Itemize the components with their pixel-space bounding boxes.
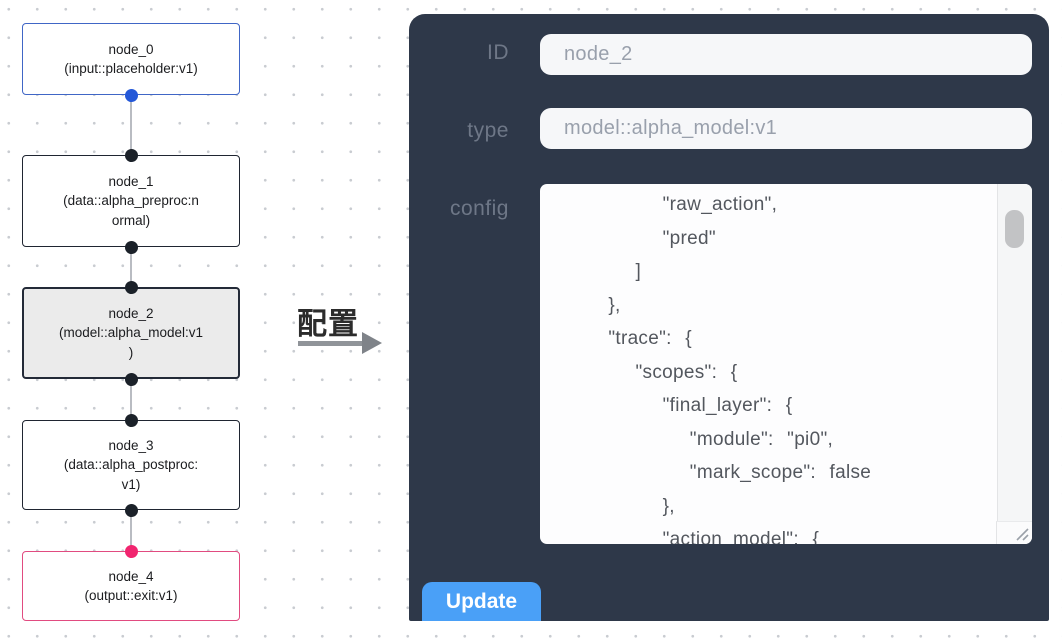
id-field-label: ID bbox=[487, 41, 509, 64]
node-subtitle: (output::exit:v1) bbox=[84, 588, 178, 603]
node-config-panel: ID type config "raw_action", "pred" ] },… bbox=[409, 14, 1049, 621]
node-subtitle: (data::alpha_preproc:n bbox=[63, 193, 199, 209]
node-subtitle: (input::placeholder:v1) bbox=[64, 61, 198, 76]
type-field-label: type bbox=[467, 119, 509, 142]
node-node_2-selected[interactable]: node_2 (model::alpha_model:v1 ) bbox=[22, 287, 240, 379]
node-subtitle: (model::alpha_model:v1 bbox=[58, 325, 204, 341]
port-node2-out[interactable] bbox=[124, 372, 138, 386]
node-node_1[interactable]: node_1 (data::alpha_preproc:n ormal) bbox=[22, 155, 240, 247]
node-subtitle: ormal) bbox=[111, 212, 151, 228]
port-node4-in[interactable] bbox=[124, 544, 138, 558]
node-title: node_4 bbox=[108, 568, 154, 584]
port-node1-out[interactable] bbox=[124, 240, 138, 254]
scrollbar-thumb[interactable] bbox=[1005, 210, 1024, 248]
config-textarea[interactable]: "raw_action", "pred" ] }, "trace": { "sc… bbox=[540, 184, 1032, 544]
node-title: node_3 bbox=[108, 437, 154, 453]
id-input[interactable] bbox=[540, 34, 1032, 75]
node-title: node_1 bbox=[108, 173, 154, 189]
config-field-label: config bbox=[449, 197, 509, 220]
node-node_0[interactable]: node_0 (input::placeholder:v1) bbox=[22, 23, 240, 95]
port-node0-out[interactable] bbox=[124, 88, 138, 102]
type-input[interactable] bbox=[540, 108, 1032, 149]
edge-node2-node3 bbox=[130, 379, 132, 420]
node-subtitle: (data::alpha_postproc: bbox=[63, 457, 199, 473]
node-subtitle: ) bbox=[128, 344, 134, 360]
configure-annotation-label: 配置 bbox=[297, 308, 359, 341]
update-button[interactable]: Update bbox=[422, 582, 541, 621]
arrow-shaft bbox=[298, 341, 364, 346]
port-node3-out[interactable] bbox=[124, 503, 138, 517]
port-node3-in[interactable] bbox=[124, 413, 138, 427]
edge-node3-node4 bbox=[130, 510, 132, 551]
node-node_4[interactable]: node_4 (output::exit:v1) bbox=[22, 551, 240, 621]
node-node_3[interactable]: node_3 (data::alpha_postproc: v1) bbox=[22, 420, 240, 510]
config-json-text: "raw_action", "pred" ] }, "trace": { "sc… bbox=[608, 194, 872, 544]
scrollbar-track[interactable] bbox=[997, 184, 1032, 522]
arrow-head bbox=[362, 332, 382, 354]
port-node2-in[interactable] bbox=[124, 280, 138, 294]
edge-node1-node2 bbox=[130, 247, 132, 287]
resize-handle-icon[interactable] bbox=[996, 521, 1032, 544]
node-title: node_0 bbox=[108, 41, 154, 57]
node-subtitle: v1) bbox=[121, 476, 141, 492]
node-title: node_2 bbox=[108, 305, 154, 321]
edge-node0-node1 bbox=[130, 95, 132, 155]
arrow-right-icon bbox=[298, 332, 384, 354]
port-node1-in[interactable] bbox=[124, 148, 138, 162]
